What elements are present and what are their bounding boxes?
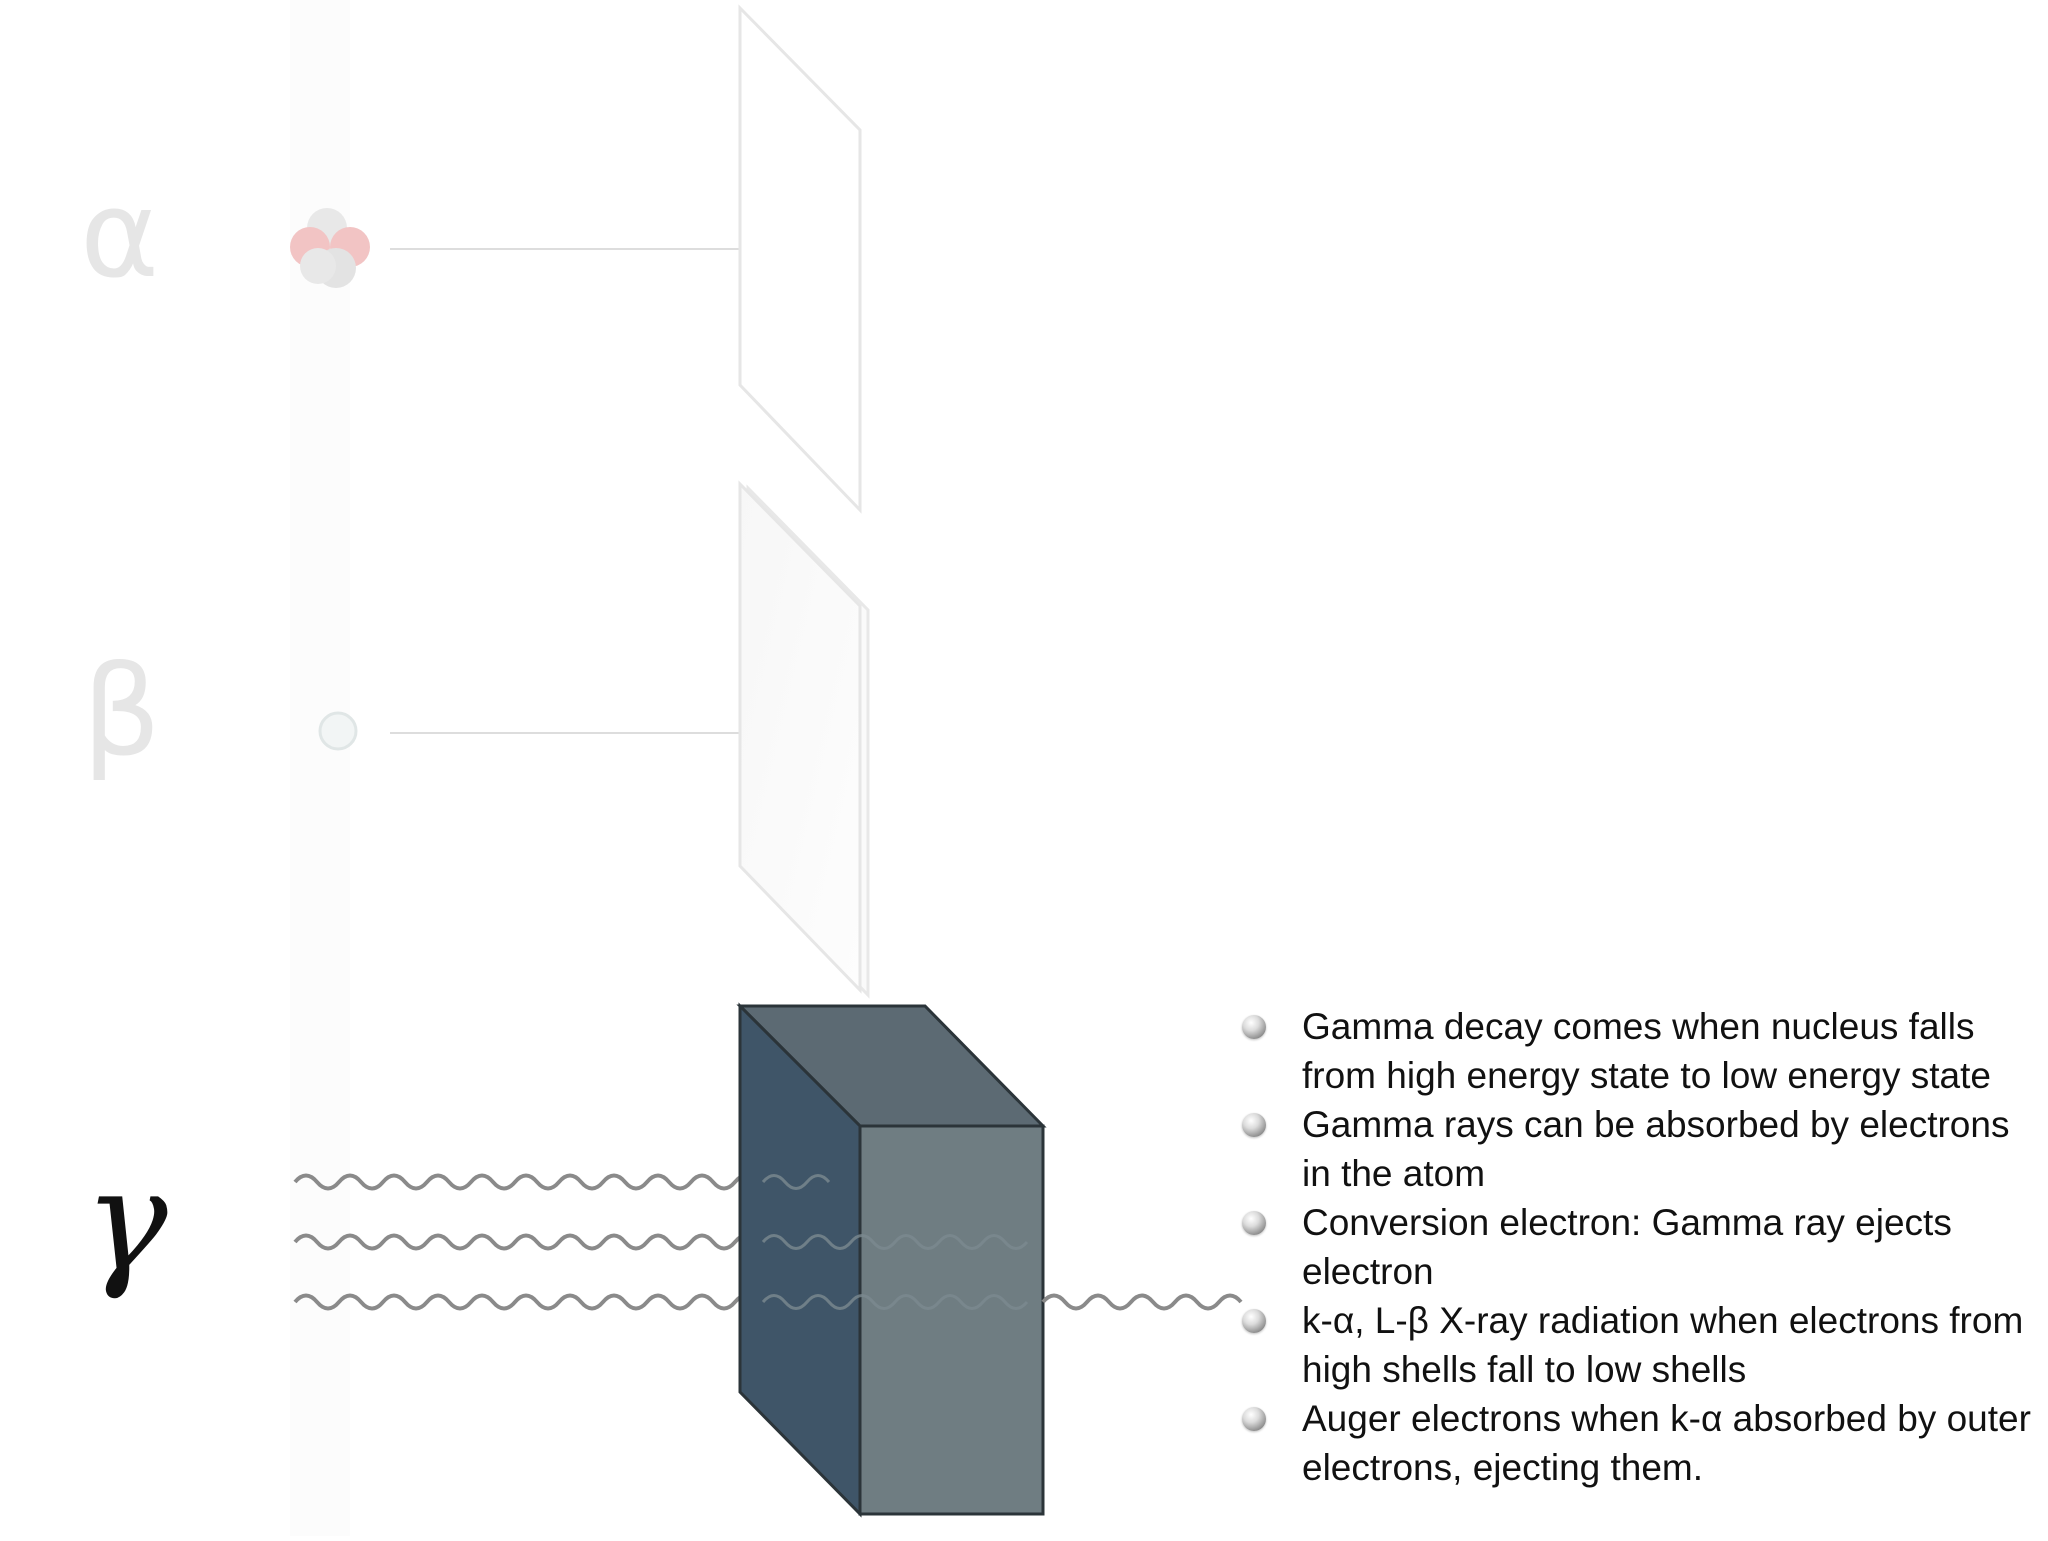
lead-block — [736, 1002, 1047, 1518]
list-item-text: Conversion electron: Gamma ray ejects el… — [1302, 1202, 1952, 1292]
gamma-facts-list: Gamma decay comes when nucleus falls fro… — [1240, 1002, 2040, 1492]
list-item: Auger electrons when k-α absorbed by out… — [1240, 1394, 2040, 1492]
list-item-text: k-α, L-β X-ray radiation when electrons … — [1302, 1300, 2024, 1390]
list-item-text: Auger electrons when k-α absorbed by out… — [1302, 1398, 2031, 1488]
list-item: k-α, L-β X-ray radiation when electrons … — [1240, 1296, 2040, 1394]
list-item-text: Gamma rays can be absorbed by electrons … — [1302, 1104, 2010, 1194]
bullet-icon — [1242, 1211, 1266, 1235]
paper-sheet — [738, 4, 862, 514]
transmitted-gamma-wave — [1041, 1293, 1243, 1311]
alpha-particle — [290, 208, 370, 288]
list-item: Conversion electron: Gamma ray ejects el… — [1240, 1198, 2040, 1296]
list-item: Gamma decay comes when nucleus falls fro… — [1240, 1002, 2040, 1100]
gamma-waves — [293, 1173, 781, 1311]
alpha-symbol: α — [80, 166, 160, 305]
gamma-symbol: γ — [84, 1140, 168, 1303]
gamma-waves-through-block — [761, 1174, 1029, 1310]
list-item: Gamma rays can be absorbed by electrons … — [1240, 1100, 2040, 1198]
bullet-icon — [1242, 1309, 1266, 1333]
bullet-icon — [1242, 1015, 1266, 1039]
aluminium-sheet — [738, 480, 870, 999]
list-item-text: Gamma decay comes when nucleus falls fro… — [1302, 1006, 1991, 1096]
beta-particle — [318, 711, 358, 751]
bullet-icon — [1242, 1407, 1266, 1431]
beta-symbol: β — [82, 640, 162, 784]
bullet-icon — [1242, 1113, 1266, 1137]
